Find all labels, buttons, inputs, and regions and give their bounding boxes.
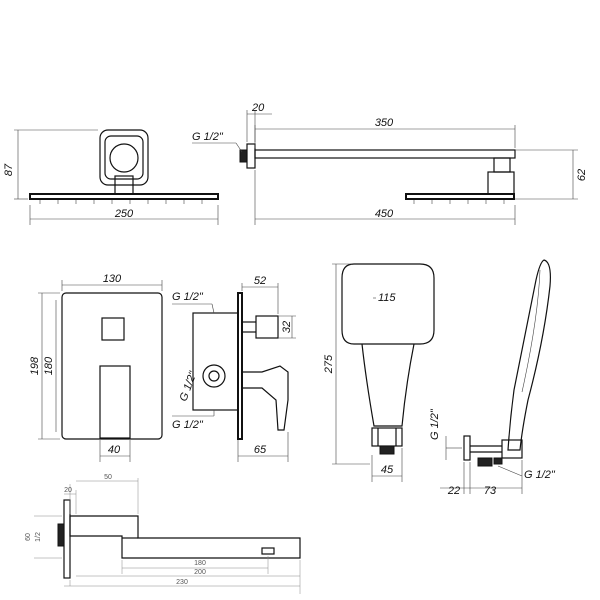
mixer-side-view: G 1/2" G 1/2" G 1/2" 52 32 65 <box>172 275 296 462</box>
dim-32: 32 <box>281 321 293 333</box>
dim-250: 250 <box>114 208 134 220</box>
dim-450: 450 <box>375 208 394 220</box>
dim-130: 130 <box>103 273 122 285</box>
hand-shower-side-view: G 1/2" 22 73 G 1/2" <box>429 259 556 497</box>
dim-22: 22 <box>447 485 460 497</box>
label-g12-arm: G 1/2" <box>192 131 224 143</box>
dim-60: 60 <box>25 533 32 541</box>
dim-180: 180 <box>43 356 55 375</box>
dim-65: 65 <box>254 444 267 456</box>
dim-20: 20 <box>251 102 265 114</box>
dim-350: 350 <box>375 117 394 129</box>
label-g12-side-bottom: G 1/2" <box>172 419 204 431</box>
dim-50: 50 <box>104 474 112 481</box>
rain-head-front-view: 87 250 <box>3 129 219 225</box>
hand-shower-front-view: 115 275 45 <box>323 263 435 482</box>
shower-arm-side-view: 20 G 1/2" 350 62 450 <box>192 102 588 225</box>
dim-45: 45 <box>381 464 394 476</box>
label-g12-holder: G 1/2" <box>524 469 556 481</box>
label-thread-half: 1/2 <box>35 532 42 542</box>
label-g12-side-top: G 1/2" <box>172 291 204 303</box>
dim-115: 115 <box>378 292 396 304</box>
label-g12-holder-v: G 1/2" <box>429 408 441 440</box>
label-g12-side-left: G 1/2" <box>178 369 200 403</box>
dim-62: 62 <box>576 169 588 181</box>
dim-40: 40 <box>108 444 121 456</box>
dim-87: 87 <box>3 163 15 176</box>
dim-180-spout: 180 <box>194 560 206 567</box>
bath-spout-side-view: 50 20 60 1/2 180 200 230 <box>25 474 301 594</box>
mixer-front-view: 130 198 180 40 <box>29 273 163 462</box>
dim-200: 200 <box>194 569 206 576</box>
dim-198: 198 <box>29 356 41 375</box>
dim-73: 73 <box>484 485 497 497</box>
dim-275: 275 <box>323 354 335 374</box>
dim-spout-20: 20 <box>64 487 72 494</box>
dim-230: 230 <box>176 579 188 586</box>
dim-52: 52 <box>254 275 266 287</box>
